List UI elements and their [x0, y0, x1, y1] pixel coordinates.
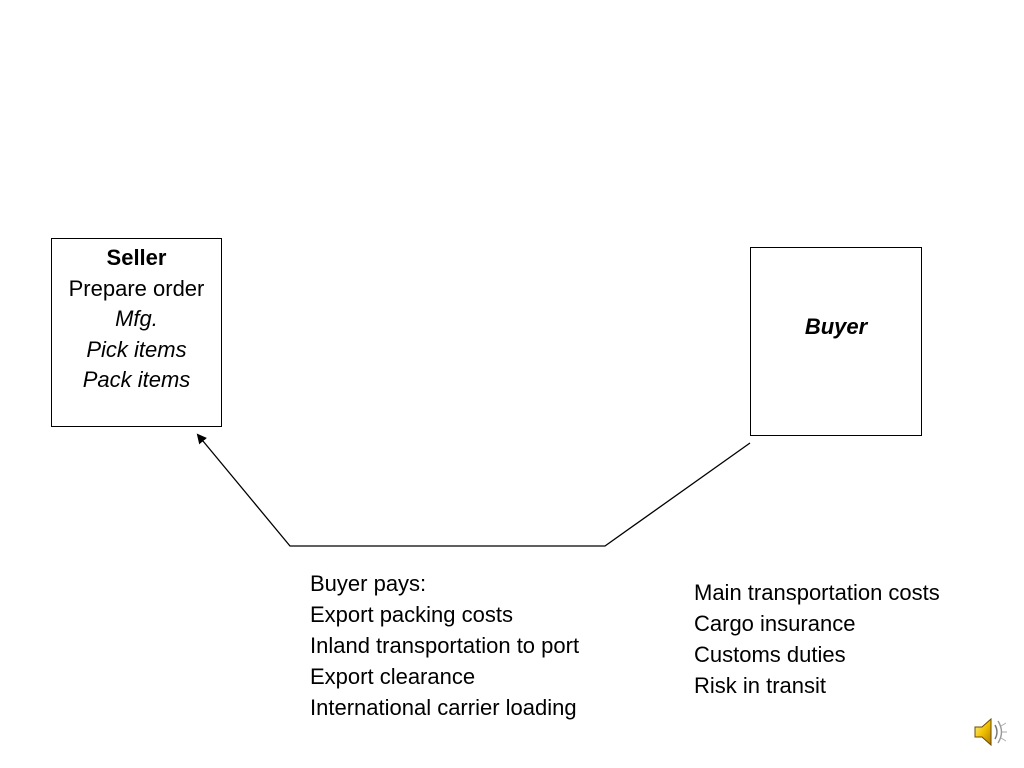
- buyer-box: Buyer: [750, 247, 922, 436]
- list-item: Cargo insurance: [694, 611, 856, 636]
- list-item: International carrier loading: [310, 695, 577, 720]
- buyer-pays-heading: Buyer pays:: [310, 571, 427, 596]
- other-costs-list: Main transportation costs Cargo insuranc…: [694, 577, 940, 701]
- seller-box: Seller Prepare order Mfg. Pick items Pac…: [51, 238, 222, 427]
- buyer-pays-list: Buyer pays: Export packing costs Inland …: [310, 568, 579, 723]
- speaker-icon[interactable]: [972, 714, 1008, 750]
- list-item: Export packing costs: [310, 602, 513, 627]
- list-item: Export clearance: [310, 664, 476, 689]
- buyer-title: Buyer: [804, 314, 868, 339]
- list-item: Risk in transit: [694, 673, 827, 698]
- list-item: Inland transportation to port: [310, 633, 580, 658]
- seller-title: Seller: [106, 245, 167, 270]
- flow-arrow: [196, 433, 751, 547]
- list-item: Customs duties: [694, 642, 846, 667]
- list-item: Main transportation costs: [694, 580, 940, 605]
- seller-step-mfg: Mfg.: [115, 306, 158, 331]
- seller-step-pack-items: Pack items: [82, 367, 191, 392]
- seller-step-prepare-order: Prepare order: [68, 275, 205, 301]
- seller-step-pick-items: Pick items: [86, 336, 187, 362]
